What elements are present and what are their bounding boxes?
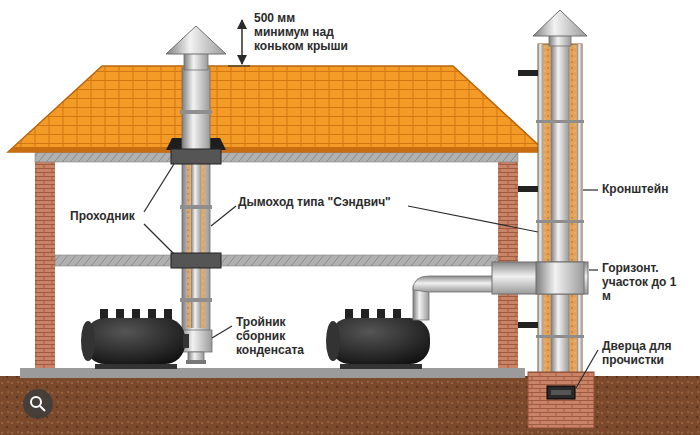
part-label: Горизонт. участок до 1 м (602, 262, 682, 303)
part-label: Дымоход типа "Сэндвич" (238, 196, 410, 210)
dimension-label: 500 мм минимум над коньком крыши (254, 12, 352, 53)
part-label: Кронштейн (602, 183, 692, 197)
part-label: Дверца для прочистки (602, 340, 674, 368)
part-label: Проходник (70, 210, 144, 224)
part-label: Тройник сборник конденсата (236, 316, 318, 357)
